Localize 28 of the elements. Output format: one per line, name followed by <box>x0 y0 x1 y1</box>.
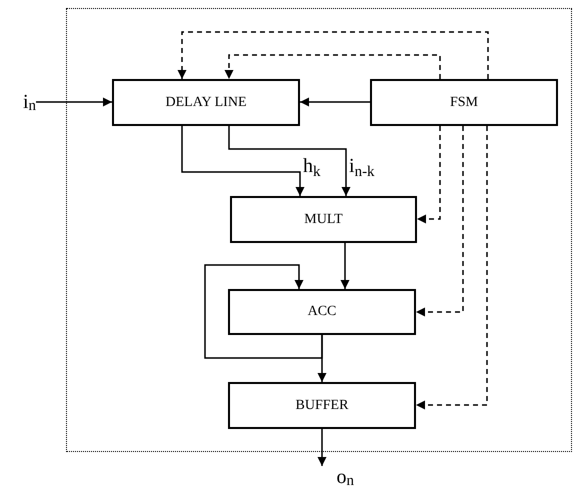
block-label: BUFFER <box>296 398 348 412</box>
signal-arrow <box>318 335 326 382</box>
signal-arrow <box>36 98 112 106</box>
signal-arrow <box>340 243 350 289</box>
block-label: FSM <box>450 96 478 110</box>
signal-arrow <box>204 264 323 359</box>
block-box <box>228 289 416 335</box>
block-label: ACC <box>308 305 336 319</box>
control-arrow <box>417 126 441 224</box>
signal-arrow <box>228 126 350 196</box>
control-arrow <box>416 126 488 410</box>
edge-label: h$_{k}$ <box>303 156 320 176</box>
block-label: MULT <box>304 212 343 226</box>
block-box <box>112 79 300 126</box>
block-box <box>228 382 416 429</box>
dotted-boundary <box>66 8 572 452</box>
signal-label: o$_{n}$ <box>314 466 354 488</box>
edge-label: i$_{n-k}$ <box>349 156 375 176</box>
control-arrow <box>416 126 464 316</box>
signal-label: i$_{n}$ <box>6 86 36 118</box>
block-label: DELAY LINE <box>165 96 246 110</box>
block-box <box>370 79 558 126</box>
signal-arrow <box>300 98 370 106</box>
control-arrow <box>178 31 489 79</box>
signal-arrow <box>181 126 304 196</box>
control-arrow <box>224 54 441 79</box>
block-box <box>230 196 417 243</box>
signal-arrow <box>318 429 326 466</box>
